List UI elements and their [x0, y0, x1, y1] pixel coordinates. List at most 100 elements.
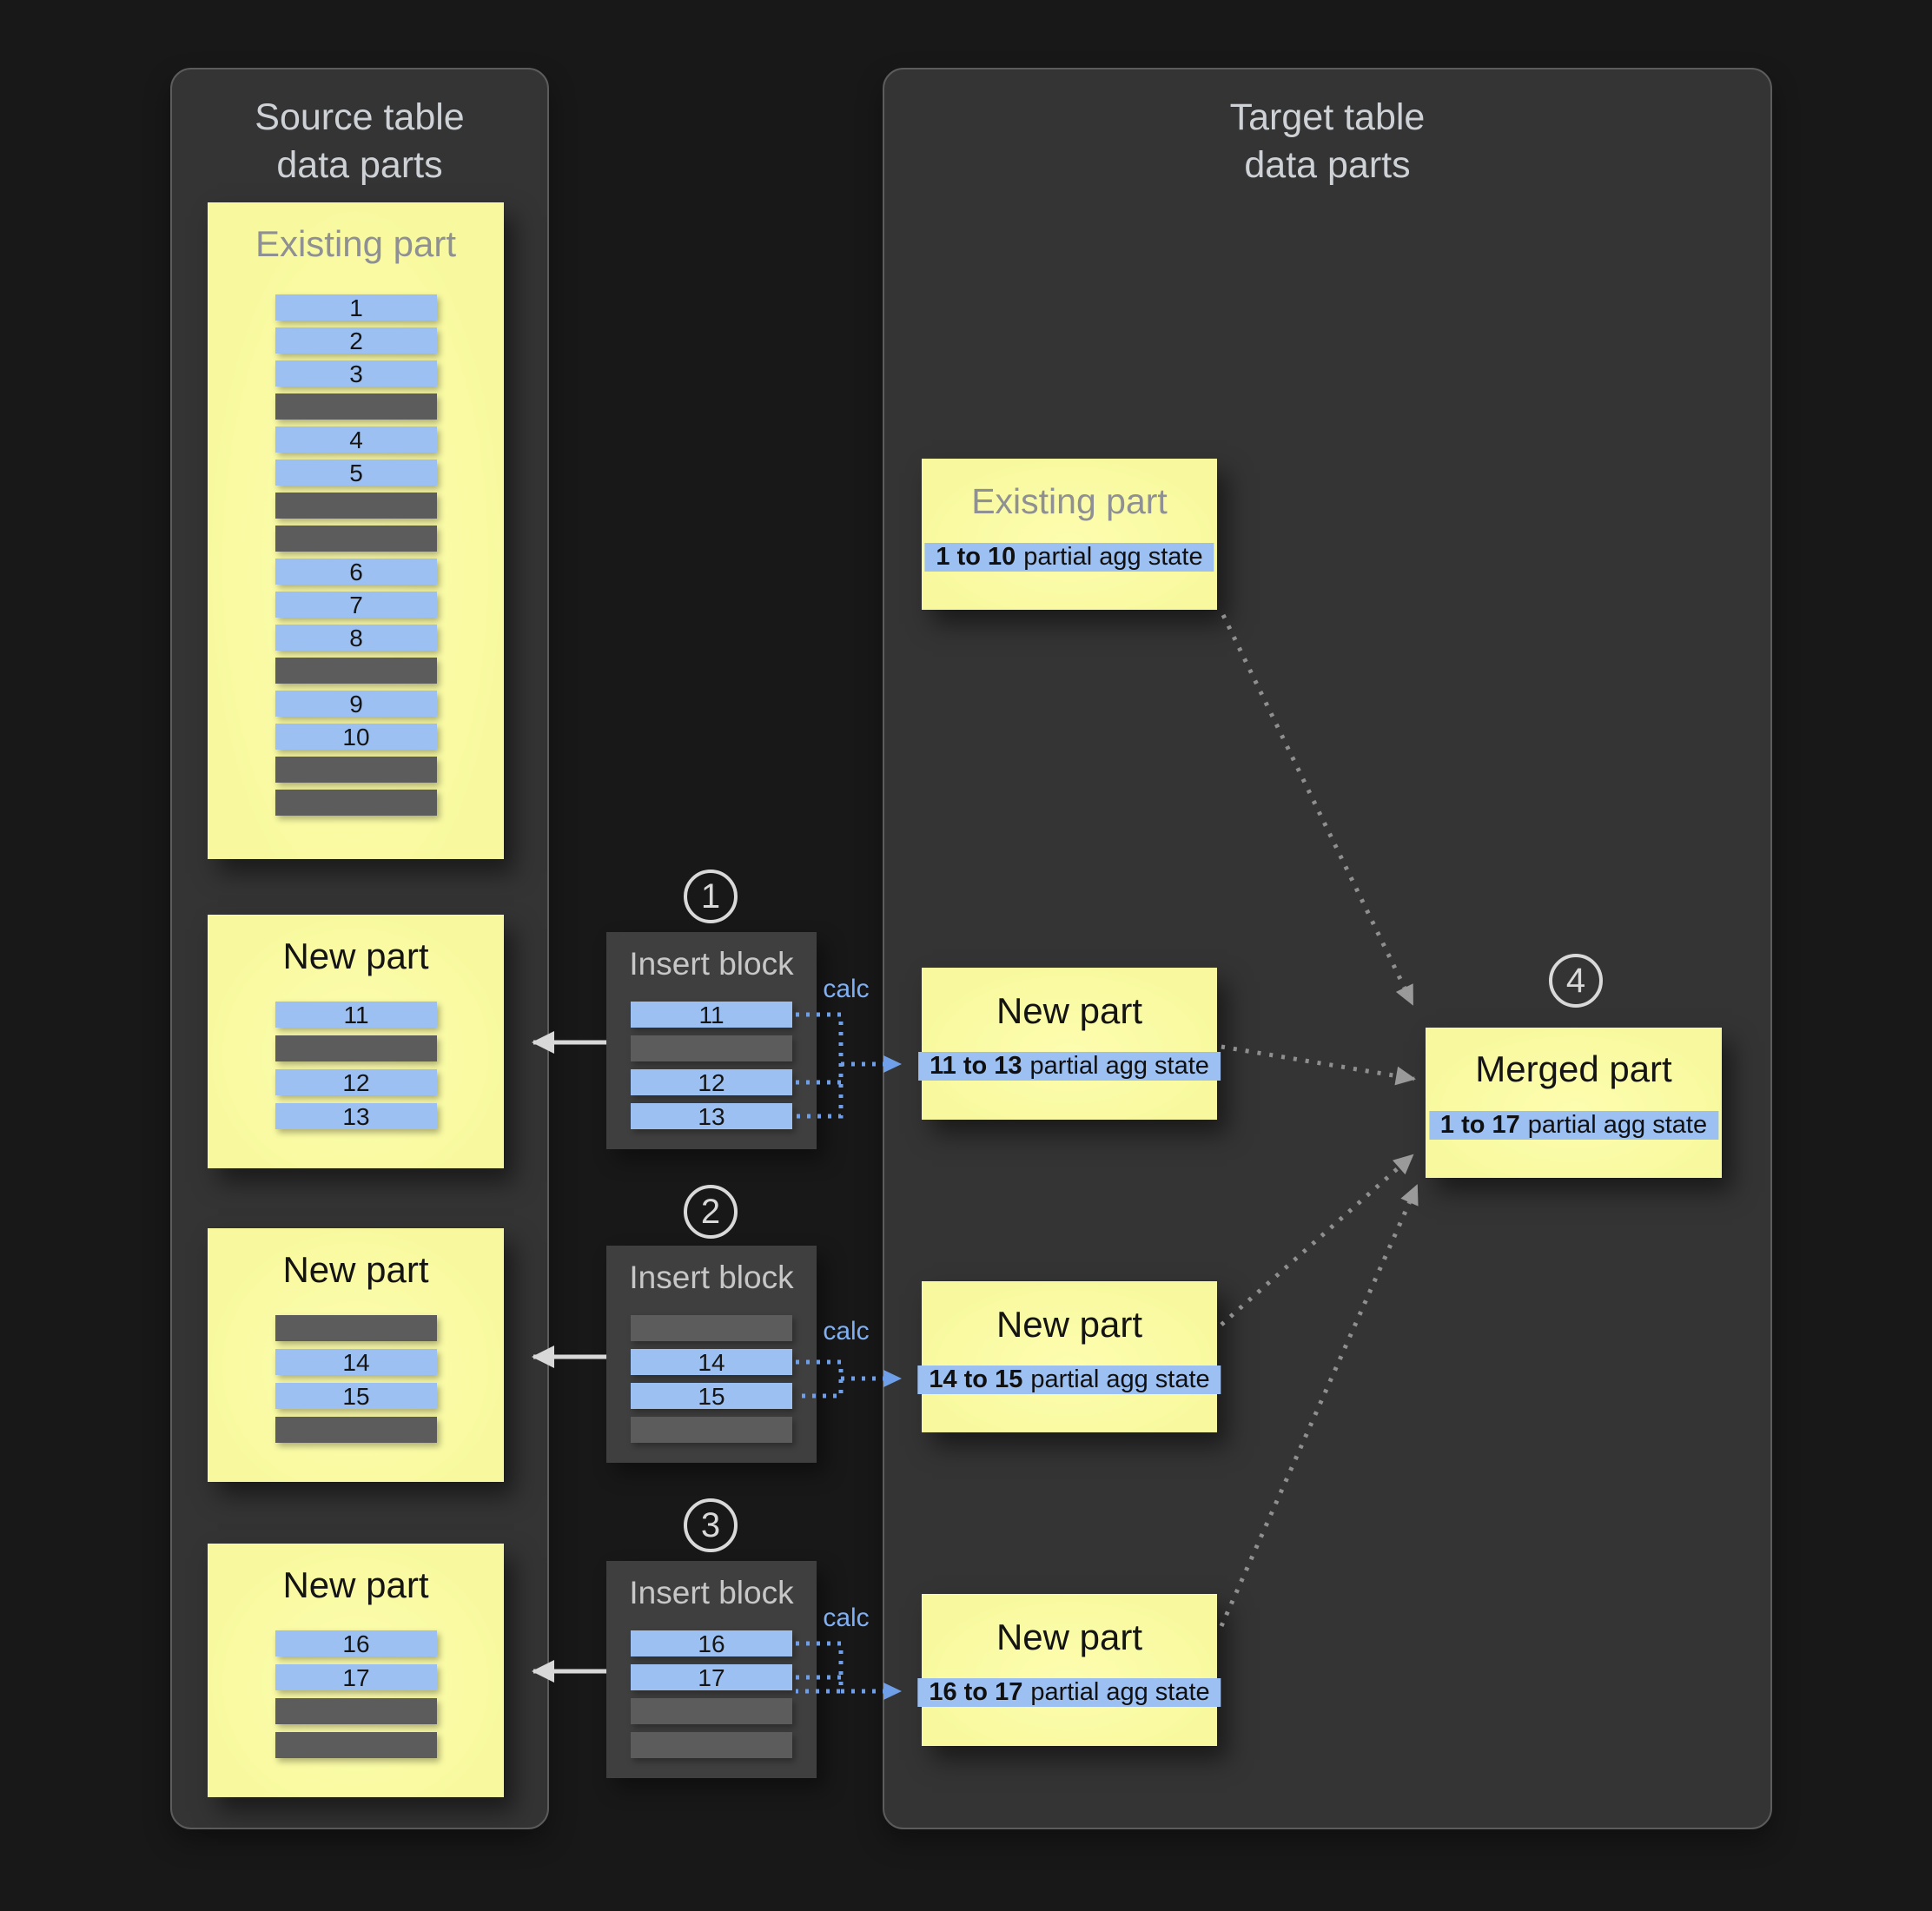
state-range: 1 to 17 — [1439, 1111, 1520, 1139]
step-3-badge: 3 — [684, 1498, 738, 1552]
state-range: 11 to 13 — [930, 1052, 1022, 1080]
insert-block-3-title: Insert block — [629, 1575, 794, 1610]
state-label: partial agg state — [1030, 1678, 1210, 1706]
data-row: 11 — [275, 1002, 437, 1028]
data-row: 13 — [631, 1103, 792, 1130]
state-label: partial agg state — [1527, 1111, 1708, 1139]
source-panel-title-line1: Source table — [255, 96, 465, 138]
target-merged-part-title: Merged part — [1475, 1048, 1672, 1089]
data-row: 12 — [631, 1069, 792, 1096]
state-label: partial agg state — [1030, 1365, 1210, 1393]
source-panel-title-line2: data parts — [276, 144, 443, 186]
source-new-part-1-title: New part — [282, 936, 429, 976]
data-row: 3 — [275, 360, 437, 387]
data-row-empty — [631, 1035, 792, 1061]
calc-label-3: calc — [823, 1604, 870, 1632]
data-row: 16 — [275, 1630, 437, 1657]
target-panel-title-line1: Target table — [1229, 96, 1426, 138]
data-row: 7 — [275, 592, 437, 618]
data-row: 14 — [275, 1349, 437, 1376]
data-row: 6 — [275, 559, 437, 585]
source-new-part-2-title: New part — [282, 1249, 429, 1290]
data-row: 4 — [275, 427, 437, 453]
data-row: 17 — [275, 1664, 437, 1691]
data-row-empty — [631, 1417, 792, 1443]
data-row: 10 — [275, 724, 437, 751]
calc-label-1: calc — [823, 975, 870, 1003]
data-row-empty — [275, 1732, 437, 1758]
data-row-empty — [275, 1035, 437, 1061]
state-label: partial agg state — [1023, 543, 1203, 571]
data-row-empty — [275, 493, 437, 519]
step-2-badge: 2 — [684, 1185, 738, 1239]
source-new-part-1-rows: 11 12 13 — [275, 1002, 437, 1130]
source-existing-part-rows: 1 2 3 4 5 6 7 8 9 10 — [275, 294, 437, 816]
state-label: partial agg state — [1029, 1052, 1209, 1080]
data-row: 2 — [275, 327, 437, 354]
data-row-empty — [275, 526, 437, 552]
data-row: 12 — [275, 1069, 437, 1096]
step-4-badge: 4 — [1549, 954, 1603, 1008]
data-row-empty — [275, 658, 437, 684]
data-row: 13 — [275, 1103, 437, 1130]
target-panel: Target table data parts Existing part 1 … — [883, 68, 1772, 1829]
data-row-empty — [275, 393, 437, 420]
source-existing-part-title: Existing part — [255, 223, 457, 264]
data-row: 5 — [275, 460, 437, 486]
target-new-part-1-title: New part — [996, 990, 1143, 1031]
data-row-empty — [275, 790, 437, 816]
insert-block-2-title: Insert block — [629, 1260, 794, 1295]
source-existing-part: Existing part 1 2 3 4 5 6 7 8 9 10 — [208, 202, 504, 859]
insert-block-1: Insert block 11 12 13 — [606, 932, 817, 1149]
source-panel-title: Source table data parts — [172, 69, 547, 189]
data-row-empty — [275, 757, 437, 783]
data-row-empty — [275, 1417, 437, 1443]
data-row: 17 — [631, 1664, 792, 1691]
data-row-empty — [275, 1315, 437, 1341]
target-existing-part-title: Existing part — [971, 481, 1168, 521]
data-row: 8 — [275, 625, 437, 651]
state-range: 16 to 17 — [929, 1678, 1023, 1706]
data-row: 15 — [275, 1383, 437, 1410]
state-range: 14 to 15 — [929, 1365, 1023, 1393]
target-new-part-2-title: New part — [996, 1304, 1143, 1345]
data-row: 15 — [631, 1383, 792, 1410]
target-panel-title: Target table data parts — [884, 69, 1770, 189]
source-new-part-1: New part 11 12 13 — [208, 915, 504, 1168]
state-range: 1 to 10 — [936, 543, 1016, 571]
data-row: 9 — [275, 691, 437, 717]
data-row-empty — [631, 1732, 792, 1758]
data-row: 1 — [275, 294, 437, 321]
data-row: 11 — [631, 1002, 792, 1028]
data-row-empty — [631, 1315, 792, 1341]
step-1-badge: 1 — [684, 870, 738, 923]
data-row-empty — [275, 1698, 437, 1724]
data-row: 16 — [631, 1630, 792, 1657]
target-new-part-3-title: New part — [996, 1617, 1143, 1657]
insert-block-1-title: Insert block — [629, 946, 794, 982]
insert-block-1-rows: 11 12 13 — [631, 1002, 792, 1130]
target-panel-title-line2: data parts — [1244, 144, 1411, 186]
calc-label-2: calc — [823, 1317, 870, 1346]
source-new-part-3-title: New part — [282, 1564, 429, 1605]
data-row: 14 — [631, 1349, 792, 1376]
